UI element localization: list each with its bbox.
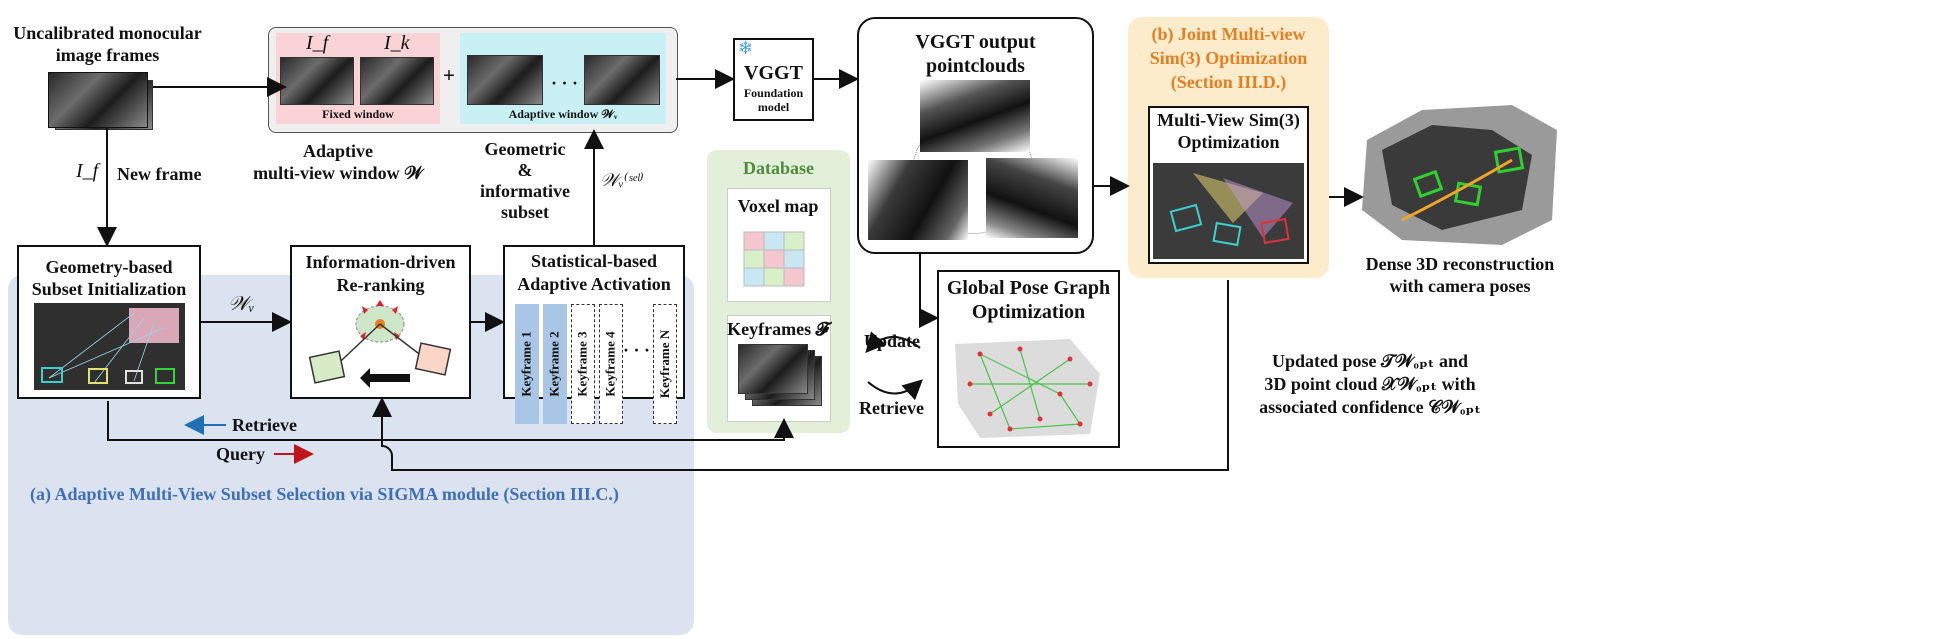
activation-title: Statistical-based Adaptive Activation — [517, 251, 671, 294]
adaptive-dots: · · · — [551, 73, 579, 93]
adaptive-window-label: Adaptive window 𝒲ᵥ — [508, 107, 618, 121]
sim3-visual — [1169, 173, 1293, 247]
update-arrow — [865, 331, 921, 354]
pointcloud-top — [920, 80, 1030, 152]
adaptive-frame-1 — [467, 55, 543, 105]
fixed-frame-2 — [360, 57, 434, 105]
rerank-image — [300, 296, 460, 394]
geo-init-image — [34, 303, 185, 390]
dense-reconstruction-image — [1362, 100, 1562, 250]
feedback-to-rerank-arrow — [372, 397, 393, 457]
updated-pose-text: Updated pose 𝒯𝒲ₒₚₜ and 3D point cloud 𝒳𝒲… — [1259, 351, 1481, 417]
fixed-window-label: Fixed window — [322, 107, 394, 121]
vggt-output-title: VGGT output pointclouds — [915, 31, 1036, 77]
input-image-frame-front — [48, 72, 148, 128]
keyframe-3-tile: Keyframe 3 — [571, 304, 595, 424]
pointcloud-right — [986, 158, 1078, 238]
window-caption: Adaptive multi-view window 𝒲 — [253, 141, 423, 183]
voxel-map-title: Voxel map — [737, 196, 819, 216]
retrieve-label: Retrieve — [859, 398, 924, 418]
adaptive-frame-2 — [584, 55, 660, 105]
vggt-subtitle: Foundation model — [743, 86, 804, 114]
keyframe-stack-1 — [738, 344, 808, 394]
dense-label: Dense 3D reconstruction with camera pose… — [1365, 254, 1555, 296]
plus-sign: + — [443, 63, 455, 87]
keyframes-title: Keyframes 𝓕 — [727, 319, 829, 339]
gpgo-title: Global Pose Graph Optimization — [946, 277, 1111, 323]
retrieve-arrow — [867, 379, 923, 401]
input-label: Uncalibrated monocular image frames — [13, 23, 202, 65]
pointcloud-left — [868, 160, 968, 240]
rerank-visual — [308, 300, 452, 388]
keyframe-1-tile: Keyframe 1 — [515, 304, 539, 424]
query-database-arrow — [107, 401, 794, 441]
dense-reconstruction-visual — [1362, 105, 1557, 245]
keyframe-n-tile: Keyframe N — [653, 304, 677, 424]
fixed-symbol-if: I_f — [306, 32, 329, 54]
joint-title: (b) Joint Multi-view Sim(3) Optimization… — [1149, 24, 1308, 92]
voxel-grid-visual — [743, 231, 805, 287]
pose-graph-visual — [955, 339, 1100, 438]
geo-subset-label: Geometric & informative subset — [480, 139, 570, 222]
joint-inner-title: Multi-View Sim(3) Optimization — [1157, 110, 1300, 152]
new-frame-label: New frame — [117, 164, 202, 184]
geo-init-visual — [41, 308, 179, 384]
module-a-title: (a) Adaptive Multi-View Subset Selection… — [30, 484, 619, 504]
voxel-map-image — [740, 222, 816, 294]
fixed-symbol-ik: I_k — [384, 32, 410, 54]
rerank-title: Information-driven Re-ranking — [305, 252, 456, 295]
sim3-optimization-image — [1153, 163, 1304, 259]
geo-init-title: Geometry-based Subset Initialization — [31, 257, 187, 299]
wv-symbol: 𝒲ᵥ — [228, 293, 255, 315]
keyframe-dots: · · · — [623, 340, 651, 360]
feedback-line — [391, 280, 1229, 471]
new-frame-symbol: I_f — [76, 160, 99, 182]
database-title: Database — [743, 158, 814, 178]
pose-graph-image — [950, 334, 1107, 442]
output-to-gpgo-arrow — [919, 254, 939, 328]
keyframe-4-tile: Keyframe 4 — [599, 304, 623, 424]
keyframe-2-tile: Keyframe 2 — [543, 304, 567, 424]
snowflake-icon: ❄ — [738, 38, 754, 58]
geo-subset-symbol: 𝒲ᵥ⁽ˢᵉˡ⁾ — [600, 170, 644, 190]
retrieve-legend-label: Retrieve — [232, 415, 297, 435]
vggt-title: VGGT — [744, 62, 803, 84]
query-legend-label: Query — [216, 444, 265, 464]
